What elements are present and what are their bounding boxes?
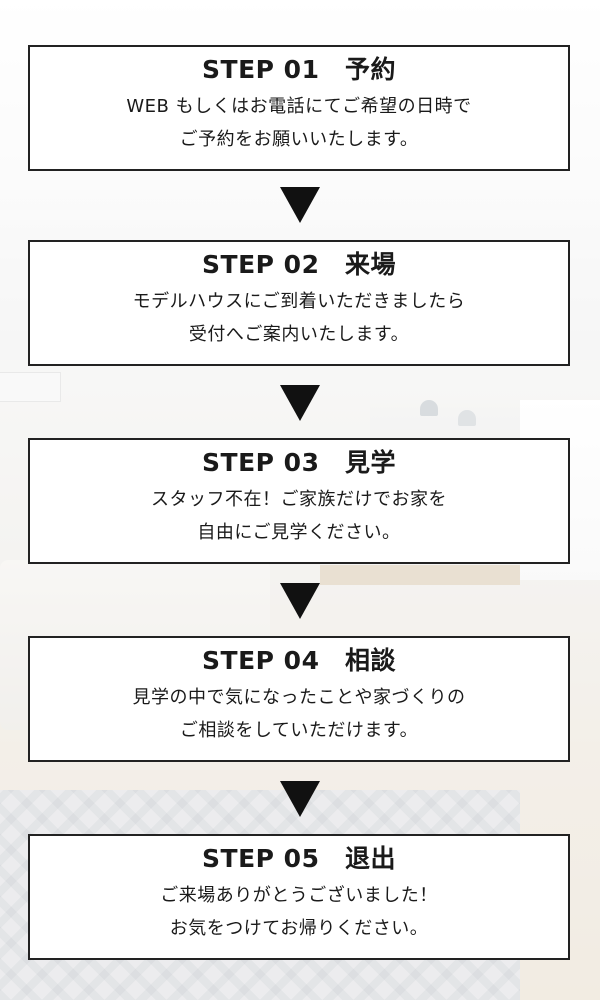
- air-conditioner: [0, 372, 61, 402]
- step-description-line: お気をつけてお帰りください。: [169, 918, 429, 939]
- step-description-line: 受付へご案内いたします。: [188, 324, 410, 345]
- step-description-line: 自由にご見学ください。: [197, 522, 401, 543]
- down-triangle-icon: [280, 187, 320, 223]
- step-description: ご来場ありがとうございました！ お気をつけてお帰りください。: [30, 879, 568, 945]
- step-description: モデルハウスにご到着いただきましたら 受付へご案内いたします。: [30, 285, 568, 351]
- step-box-05: STEP 05 退出 ご来場ありがとうございました！ お気をつけてお帰りください…: [28, 834, 570, 960]
- step-description-line: 見学の中で気になったことや家づくりの: [132, 687, 466, 708]
- dining-table: [320, 565, 520, 585]
- step-description-line: WEB もしくはお電話にてご希望の日時で: [126, 96, 472, 117]
- step-description-line: ご相談をしていただけます。: [179, 720, 419, 741]
- down-triangle-icon: [280, 781, 320, 817]
- step-title: STEP 02 来場: [202, 250, 396, 279]
- step-description-line: スタッフ不在！ご家族だけでお家を: [151, 489, 447, 510]
- step-box-02: STEP 02 来場 モデルハウスにご到着いただきましたら 受付へご案内いたしま…: [28, 240, 570, 366]
- down-triangle-icon: [280, 385, 320, 421]
- step-box-01: STEP 01 予約 WEB もしくはお電話にてご希望の日時で ご予約をお願いい…: [28, 45, 570, 171]
- step-title: STEP 04 相談: [202, 646, 396, 675]
- step-title: STEP 03 見学: [202, 448, 396, 477]
- step-box-03: STEP 03 見学 スタッフ不在！ご家族だけでお家を 自由にご見学ください。: [28, 438, 570, 564]
- step-box-04: STEP 04 相談 見学の中で気になったことや家づくりの ご相談をしていただけ…: [28, 636, 570, 762]
- step-title: STEP 01 予約: [202, 55, 396, 84]
- step-description-line: ご来場ありがとうございました！: [160, 885, 438, 906]
- step-description-line: ご予約をお願いいたします。: [179, 129, 419, 150]
- step-description: WEB もしくはお電話にてご希望の日時で ご予約をお願いいたします。: [30, 90, 568, 156]
- down-triangle-icon: [280, 583, 320, 619]
- step-description: スタッフ不在！ご家族だけでお家を 自由にご見学ください。: [30, 483, 568, 549]
- pendant-lamp: [458, 410, 476, 426]
- pendant-lamp: [420, 400, 438, 416]
- step-description-line: モデルハウスにご到着いただきましたら: [132, 291, 466, 312]
- step-title: STEP 05 退出: [202, 844, 396, 873]
- step-description: 見学の中で気になったことや家づくりの ご相談をしていただけます。: [30, 681, 568, 747]
